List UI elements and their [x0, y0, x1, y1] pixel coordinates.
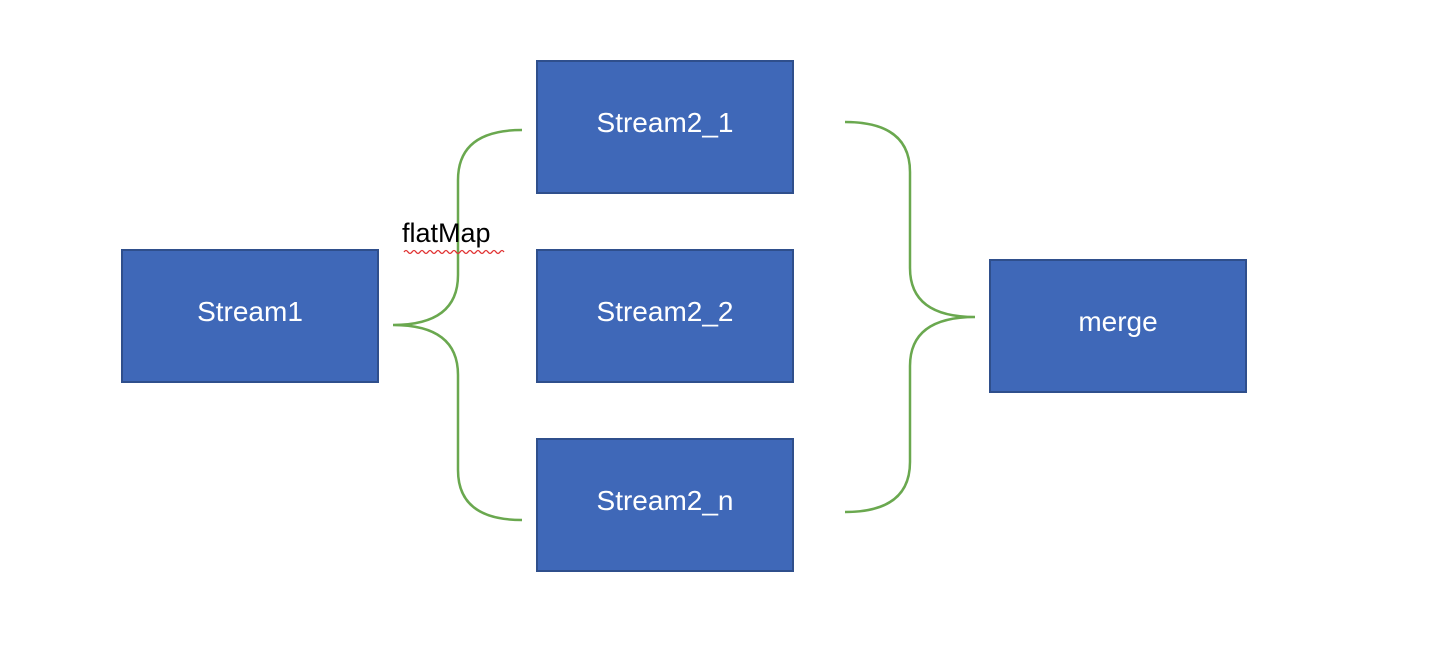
left-brace — [392, 128, 523, 522]
right-brace — [844, 120, 976, 514]
node-merge-label: merge — [1078, 306, 1158, 337]
node-stream2-2: Stream2_2 — [536, 249, 794, 383]
node-stream2-2-label: Stream2_2 — [596, 296, 734, 327]
node-stream2-1: Stream2_1 — [536, 60, 794, 194]
node-stream2-n-label: Stream2_n — [596, 485, 734, 516]
node-stream1-label: Stream1 — [197, 296, 303, 327]
spellcheck-underline — [403, 249, 505, 255]
node-stream2-1-label: Stream2_1 — [596, 107, 734, 138]
flatmap-label: flatMap — [402, 218, 491, 248]
node-stream2-n: Stream2_n — [536, 438, 794, 572]
node-stream1: Stream1 — [121, 249, 379, 383]
node-merge: merge — [989, 259, 1247, 393]
